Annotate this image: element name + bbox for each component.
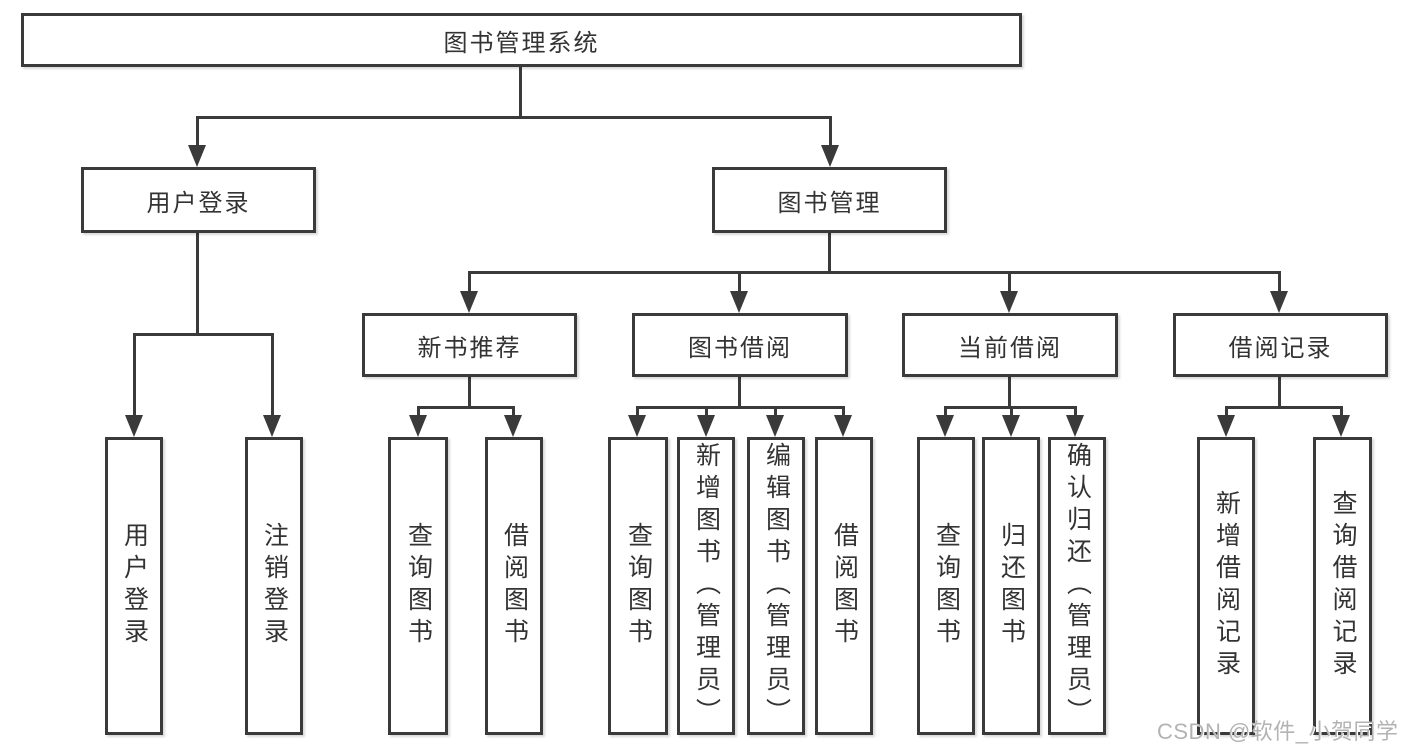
connector-arrow-shaft bbox=[944, 406, 947, 419]
node-current-borrowing: 当前借阅 bbox=[902, 313, 1118, 377]
connector-arrow-shaft bbox=[1008, 271, 1011, 295]
arrowhead-icon bbox=[936, 415, 954, 437]
leaf-newbook-query-books: 查询图书 bbox=[388, 437, 448, 735]
node-user-login: 用户登录 bbox=[81, 167, 316, 233]
leaf-current-query-books-label: 查询图书 bbox=[932, 522, 961, 650]
connector-level2-bar bbox=[468, 271, 1281, 274]
connector-arrow-shaft bbox=[1010, 406, 1013, 419]
leaf-newbook-borrow-books-label: 借阅图书 bbox=[500, 522, 529, 650]
arrowhead-icon bbox=[409, 415, 427, 437]
connector-arrow-shaft bbox=[417, 406, 420, 419]
node-user-login-label: 用户登录 bbox=[146, 189, 251, 217]
leaf-user-login: 用户登录 bbox=[105, 437, 163, 735]
leaf-record-query-record-label: 查询借阅记录 bbox=[1329, 490, 1357, 682]
node-new-book-recommend: 新书推荐 bbox=[362, 313, 577, 377]
node-book-borrowing: 图书借阅 bbox=[632, 313, 848, 377]
connector-arrow-shaft bbox=[842, 406, 845, 419]
connector-userlogin-bar bbox=[133, 333, 274, 336]
leaf-borrow-edit-books-admin: 编辑图书（管理员） bbox=[747, 437, 805, 735]
connector-arrow-shaft bbox=[705, 406, 708, 419]
arrowhead-icon bbox=[1270, 291, 1288, 313]
leaf-borrow-query-books-label: 查询图书 bbox=[624, 522, 653, 650]
arrowhead-icon bbox=[188, 145, 206, 167]
arrowhead-icon bbox=[1217, 415, 1235, 437]
connector-root-stem bbox=[519, 66, 522, 119]
connector-arrow-shaft bbox=[1278, 271, 1281, 295]
connector-arrow-shaft bbox=[196, 116, 199, 149]
leaf-current-confirm-return-admin: 确认归还（管理员） bbox=[1048, 437, 1106, 735]
arrowhead-icon bbox=[125, 415, 143, 437]
connector-level1-bar bbox=[196, 116, 831, 119]
leaf-logout-label: 注销登录 bbox=[260, 522, 289, 650]
connector-arrow-shaft bbox=[1225, 406, 1228, 419]
node-new-book-recommend-label: 新书推荐 bbox=[417, 334, 522, 362]
leaf-record-add-record-label: 新增借阅记录 bbox=[1212, 490, 1241, 682]
connector-arrow-shaft bbox=[468, 271, 471, 295]
arrowhead-icon bbox=[1002, 415, 1020, 437]
connector-record-bar bbox=[1225, 406, 1343, 409]
node-book-borrowing-label: 图书借阅 bbox=[688, 334, 792, 362]
arrowhead-icon bbox=[1066, 415, 1084, 437]
leaf-borrow-add-books-admin-label: 新增图书（管理员） bbox=[692, 442, 721, 730]
arrowhead-icon bbox=[1000, 291, 1018, 313]
connector-borrow-bar bbox=[636, 406, 845, 409]
leaf-current-return-books-label: 归还图书 bbox=[997, 522, 1026, 650]
node-book-management-label: 图书管理 bbox=[777, 189, 882, 217]
connector-arrow-shaft bbox=[774, 406, 777, 419]
connector-arrow-shaft bbox=[133, 333, 136, 419]
connector-arrow-shaft bbox=[1074, 406, 1077, 419]
arrowhead-icon bbox=[697, 415, 715, 437]
leaf-newbook-borrow-books: 借阅图书 bbox=[485, 437, 543, 735]
leaf-current-query-books: 查询图书 bbox=[917, 437, 975, 735]
leaf-borrow-edit-books-admin-label: 编辑图书（管理员） bbox=[762, 442, 791, 730]
connector-newbook-bar bbox=[417, 406, 515, 409]
connector-newbook-stem bbox=[468, 375, 471, 409]
connector-arrow-shaft bbox=[1340, 406, 1343, 419]
leaf-user-login-label: 用户登录 bbox=[120, 522, 149, 650]
connector-arrow-shaft bbox=[829, 116, 832, 149]
connector-arrow-shaft bbox=[512, 406, 515, 419]
connector-arrow-shaft bbox=[636, 406, 639, 419]
connector-arrow-shaft bbox=[738, 271, 741, 295]
connector-userlogin-stem bbox=[196, 231, 199, 336]
node-borrowing-records: 借阅记录 bbox=[1173, 313, 1388, 377]
node-current-borrowing-label: 当前借阅 bbox=[958, 334, 1062, 362]
leaf-borrow-add-books-admin: 新增图书（管理员） bbox=[677, 437, 735, 735]
arrowhead-icon bbox=[504, 415, 522, 437]
arrowhead-icon bbox=[263, 415, 281, 437]
leaf-current-confirm-return-admin-label: 确认归还（管理员） bbox=[1063, 442, 1092, 730]
leaf-newbook-query-books-label: 查询图书 bbox=[404, 522, 433, 650]
connector-arrow-shaft bbox=[271, 333, 274, 419]
leaf-record-query-record: 查询借阅记录 bbox=[1313, 437, 1372, 735]
leaf-borrow-borrow-books: 借阅图书 bbox=[815, 437, 873, 735]
leaf-logout: 注销登录 bbox=[245, 437, 303, 735]
connector-current-stem bbox=[1008, 375, 1011, 409]
leaf-borrow-borrow-books-label: 借阅图书 bbox=[830, 522, 859, 650]
connector-bookmgmt-stem bbox=[828, 231, 831, 274]
csdn-watermark: CSDN @软件_小贺同学 bbox=[1157, 719, 1399, 744]
arrowhead-icon bbox=[821, 145, 839, 167]
arrowhead-icon bbox=[628, 415, 646, 437]
arrowhead-icon bbox=[1332, 415, 1350, 437]
arrowhead-icon bbox=[834, 415, 852, 437]
node-borrowing-records-label: 借阅记录 bbox=[1228, 334, 1333, 362]
arrowhead-icon bbox=[730, 291, 748, 313]
connector-record-stem bbox=[1278, 375, 1281, 409]
leaf-current-return-books: 归还图书 bbox=[982, 437, 1040, 735]
node-root-label: 图书管理系统 bbox=[443, 29, 600, 57]
arrowhead-icon bbox=[766, 415, 784, 437]
arrowhead-icon bbox=[460, 291, 478, 313]
leaf-borrow-query-books: 查询图书 bbox=[608, 437, 668, 735]
leaf-record-add-record: 新增借阅记录 bbox=[1197, 437, 1255, 735]
connector-borrow-stem bbox=[738, 375, 741, 409]
node-root: 图书管理系统 bbox=[21, 13, 1022, 67]
node-book-management: 图书管理 bbox=[712, 167, 947, 233]
